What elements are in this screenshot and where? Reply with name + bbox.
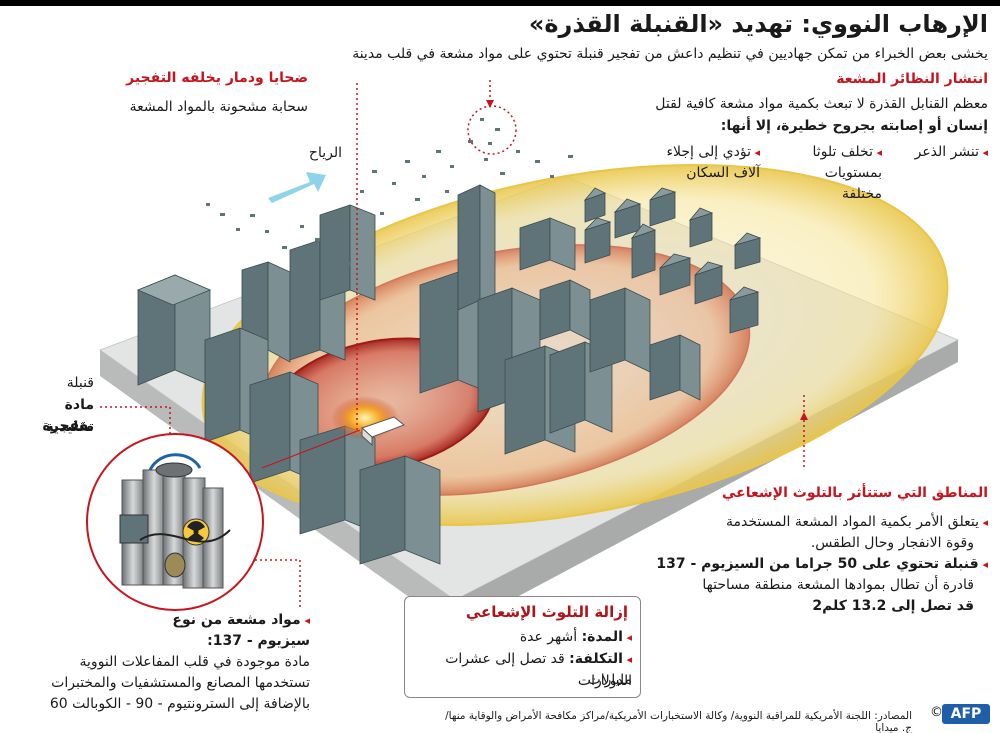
material-line3: بالإضافة إلى السترونتيوم - 90 - الكوبالت… xyxy=(49,696,310,712)
afp-logo: AFP xyxy=(942,704,990,724)
blast-point xyxy=(331,396,405,447)
page-title: الإرهاب النووي: تهديد «القنبلة القذرة» xyxy=(528,10,988,38)
house xyxy=(630,223,657,279)
conventional-label: تقليدية xyxy=(45,419,94,435)
building-tall xyxy=(457,184,496,311)
house xyxy=(649,187,677,227)
house xyxy=(694,261,724,305)
house xyxy=(583,187,607,223)
building xyxy=(359,455,441,565)
affected-heading: المناطق التي ستتأثر بالتلوث الإشعاعي xyxy=(722,485,988,501)
wind-label: الرياح xyxy=(308,145,342,161)
building xyxy=(589,287,651,373)
building xyxy=(136,274,212,386)
house xyxy=(733,232,762,270)
leader-lines xyxy=(100,80,805,610)
removal-cost-value: قد تصل إلى عشرات مليارات xyxy=(445,651,632,688)
bomb-label: قنبلة xyxy=(66,375,94,391)
spread-intro-line1: معظم القنابل القذرة لا تبعث بكمية مواد م… xyxy=(655,96,988,112)
material-heading: مواد مشعة من نوع xyxy=(10,610,310,631)
victims-heading: ضحايا ودمار يخلفه التفجير xyxy=(126,70,308,86)
removal-cost-value2: الدولارات xyxy=(577,673,632,689)
removal-duration-label: المدة: xyxy=(581,629,623,645)
particle-target-circle xyxy=(467,105,517,155)
house xyxy=(584,217,612,264)
building xyxy=(519,217,576,271)
top-rule xyxy=(0,0,1000,6)
affected-item2-line1: قنبلة تحتوي على 50 جراما من السيزيوم - 1… xyxy=(656,554,988,575)
explosive-label: مادة متفجرة xyxy=(42,397,94,434)
material-heading-isotope: سيزيوم - 137: xyxy=(207,633,310,649)
material-line2: تستخدمها المصانع والمستشفيات والمختبرات xyxy=(51,675,310,691)
affected-item2-line3: قد تصل إلى 13.2 كلم2 xyxy=(812,598,974,614)
affected-item2-line2: قادرة أن تطال بموادها المشعة منطقة مساحت… xyxy=(702,577,974,593)
building xyxy=(539,279,591,341)
spread-intro-line2: إنسان أو إصابته بجروح خطيرة، إلا أنها: xyxy=(720,118,988,134)
house xyxy=(659,253,692,296)
removal-heading: إزالة التلوث الإشعاعي xyxy=(465,603,628,621)
house xyxy=(613,198,642,239)
radioactive-debris-cloud xyxy=(206,118,573,265)
removal-duration: المدة: أشهر عدة xyxy=(412,627,632,648)
source-credit: المصادر: اللجنة الأمريكية للمراقبة النوو… xyxy=(445,710,912,733)
spread-effect-panic: تنشر الذعر xyxy=(915,142,988,163)
spread-effect-evacuation: تؤدي إلى إجلاء آلاف السكان xyxy=(660,142,760,184)
wind-arrow xyxy=(268,172,326,203)
victims-description: سحابة مشحونة بالمواد المشعة xyxy=(129,99,308,115)
removal-cost: التكلفة: قد تصل إلى عشرات مليارات xyxy=(407,649,632,691)
copyright-symbol: © xyxy=(930,705,943,720)
building xyxy=(649,334,701,401)
affected-item1-line1: يتعلق الأمر بكمية المواد المشعة المستخدم… xyxy=(726,512,988,533)
bomb-closeup xyxy=(86,433,264,611)
building xyxy=(319,204,376,301)
decontamination-box: إزالة التلوث الإشعاعي المدة: أشهر عدة ال… xyxy=(404,596,641,698)
page-subtitle: يخشى بعض الخبراء من تمكن جهاديين في تنظي… xyxy=(352,46,988,62)
removal-cost-label: التكلفة: xyxy=(569,651,623,667)
affected-item1-line2: وقوة الانفجار وحال الطقس. xyxy=(810,535,974,551)
material-line1: مادة موجودة في قلب المفاعلات النووية xyxy=(79,654,310,670)
house xyxy=(729,286,760,334)
city-buildings xyxy=(136,184,762,565)
spread-heading: انتشار النظائر المشعة xyxy=(836,71,988,87)
spread-effect-contamination: تخلف تلوثا بمستويات مختلفة xyxy=(782,142,882,205)
house xyxy=(688,207,714,248)
removal-duration-value: أشهر عدة xyxy=(519,629,578,645)
building xyxy=(241,261,291,363)
